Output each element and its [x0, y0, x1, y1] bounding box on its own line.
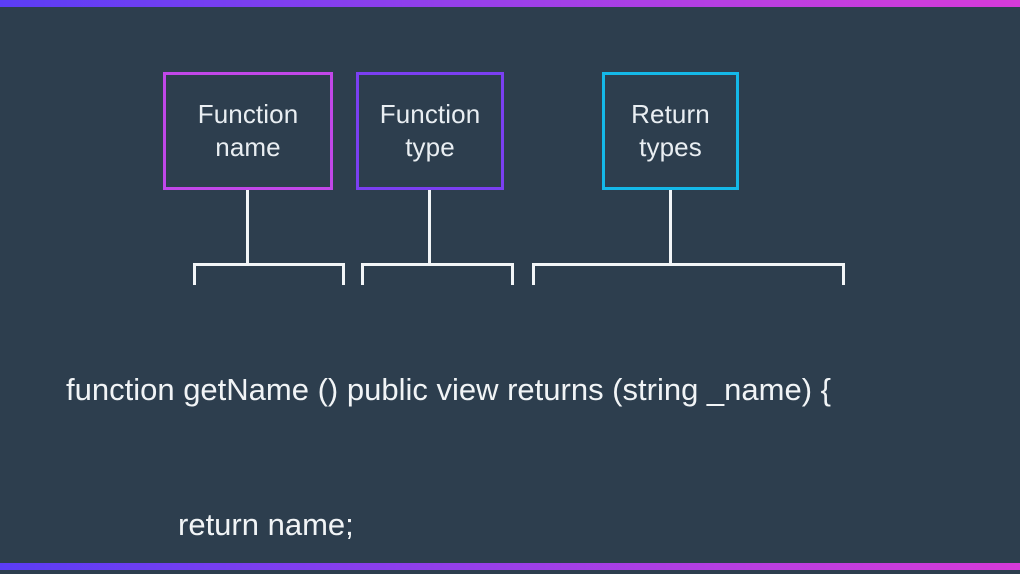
- bracket-function-type: [361, 263, 514, 285]
- bracket-return-types: [532, 263, 845, 285]
- accent-bar-bottom: [0, 563, 1020, 570]
- callout-box-function-type: Function type: [356, 72, 504, 190]
- connector-stem-function-type: [428, 190, 431, 264]
- bracket-function-name: [193, 263, 345, 285]
- accent-bar-top: [0, 0, 1020, 7]
- callout-label-return-types: Return types: [631, 98, 710, 162]
- connector-stem-return-types: [669, 190, 672, 264]
- code-block: function getName () public view returns …: [66, 277, 946, 574]
- callout-box-return-types: Return types: [602, 72, 739, 190]
- callout-box-function-name: Function name: [163, 72, 333, 190]
- code-line-return-statement: return name;: [178, 507, 354, 542]
- callout-label-function-type: Function type: [379, 98, 481, 162]
- connector-stem-function-name: [246, 190, 249, 264]
- callout-label-function-name: Function name: [197, 98, 299, 162]
- code-line-signature: function getName () public view returns …: [66, 372, 831, 407]
